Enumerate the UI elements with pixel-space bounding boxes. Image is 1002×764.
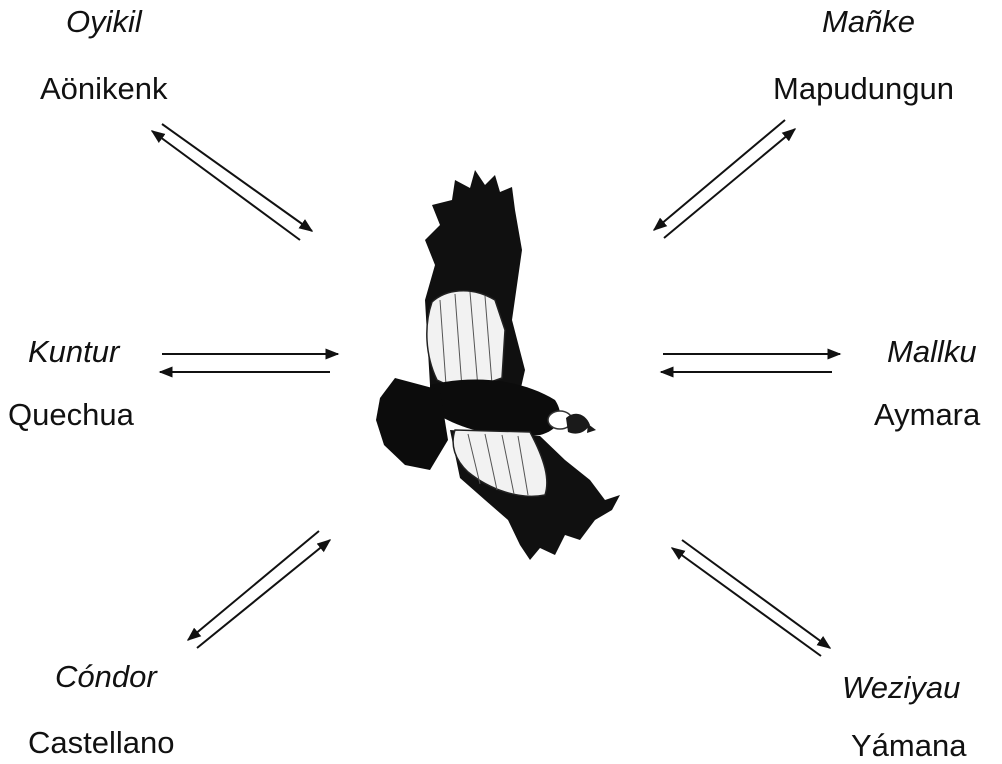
condor-in-flight-icon — [376, 170, 620, 560]
arrow-from-castellano — [196, 539, 332, 649]
term-kuntur: Kuntur — [28, 334, 120, 369]
arrow-pair-aonikenk — [150, 123, 314, 241]
term-condor: Cóndor — [55, 659, 157, 694]
language-mapudungun: Mapudungun — [773, 71, 954, 106]
term-weziyau: Weziyau — [842, 670, 961, 705]
term-oyikil: Oyikil — [66, 4, 142, 39]
arrow-from-condor-mapudungun — [663, 128, 797, 239]
language-aonikenk: Aönikenk — [40, 71, 168, 106]
language-aymara: Aymara — [874, 397, 981, 432]
arrow-to-condor-mapudungun — [652, 119, 786, 231]
arrow-pair-mapudungun — [652, 119, 797, 239]
language-yamana: Yámana — [851, 728, 967, 763]
arrow-from-condor-aonikenk — [150, 130, 301, 241]
arrow-from-yamana — [670, 547, 822, 657]
arrow-pair-castellano — [186, 530, 332, 649]
arrow-to-condor-aonikenk — [161, 123, 314, 232]
language-quechua: Quechua — [8, 397, 134, 432]
language-castellano: Castellano — [28, 725, 175, 760]
term-mallku: Mallku — [887, 334, 977, 369]
arrow-to-castellano — [186, 530, 320, 641]
arrow-to-yamana — [681, 539, 832, 649]
term-manke: Mañke — [822, 4, 916, 39]
arrow-pair-yamana — [670, 539, 832, 657]
arrow-pair-aymara — [659, 348, 842, 378]
arrow-pair-quechua — [158, 348, 340, 378]
